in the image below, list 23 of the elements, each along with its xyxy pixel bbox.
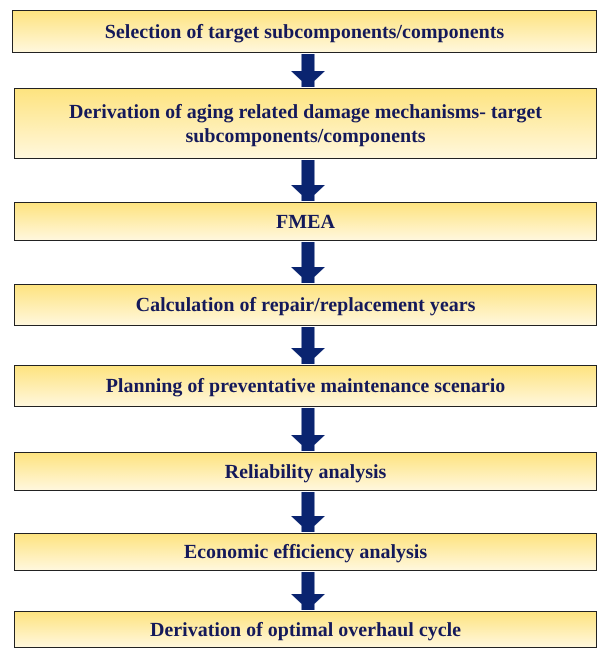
down-arrow: [291, 160, 325, 201]
process-box: [14, 452, 597, 491]
step-text: Economic efficiency analysis: [182, 540, 428, 564]
down-arrow: [291, 327, 325, 364]
process-box: [14, 88, 597, 159]
step-text: Planning of preventative maintenance scenario: [104, 374, 506, 398]
step-text: Selection of target subcomponents/components: [104, 20, 506, 44]
down-arrow: [291, 408, 325, 451]
step-text: Derivation of aging related damage mechanisms- target subcomponents/components: [68, 100, 543, 148]
down-arrow: [291, 54, 325, 87]
step-text: Reliability analysis: [224, 460, 388, 484]
process-box: [14, 611, 597, 648]
process-box: [12, 10, 597, 53]
process-box: [14, 284, 597, 326]
process-box: [14, 533, 597, 571]
down-arrow: [291, 242, 325, 283]
step-text: Calculation of repair/replacement years: [134, 293, 476, 317]
step-text: FMEA: [275, 210, 336, 234]
step-text: Derivation of optimal overhaul cycle: [148, 618, 462, 642]
process-box: [14, 202, 597, 241]
down-arrow: [291, 492, 325, 532]
down-arrow: [291, 572, 325, 610]
process-box: [14, 365, 597, 407]
